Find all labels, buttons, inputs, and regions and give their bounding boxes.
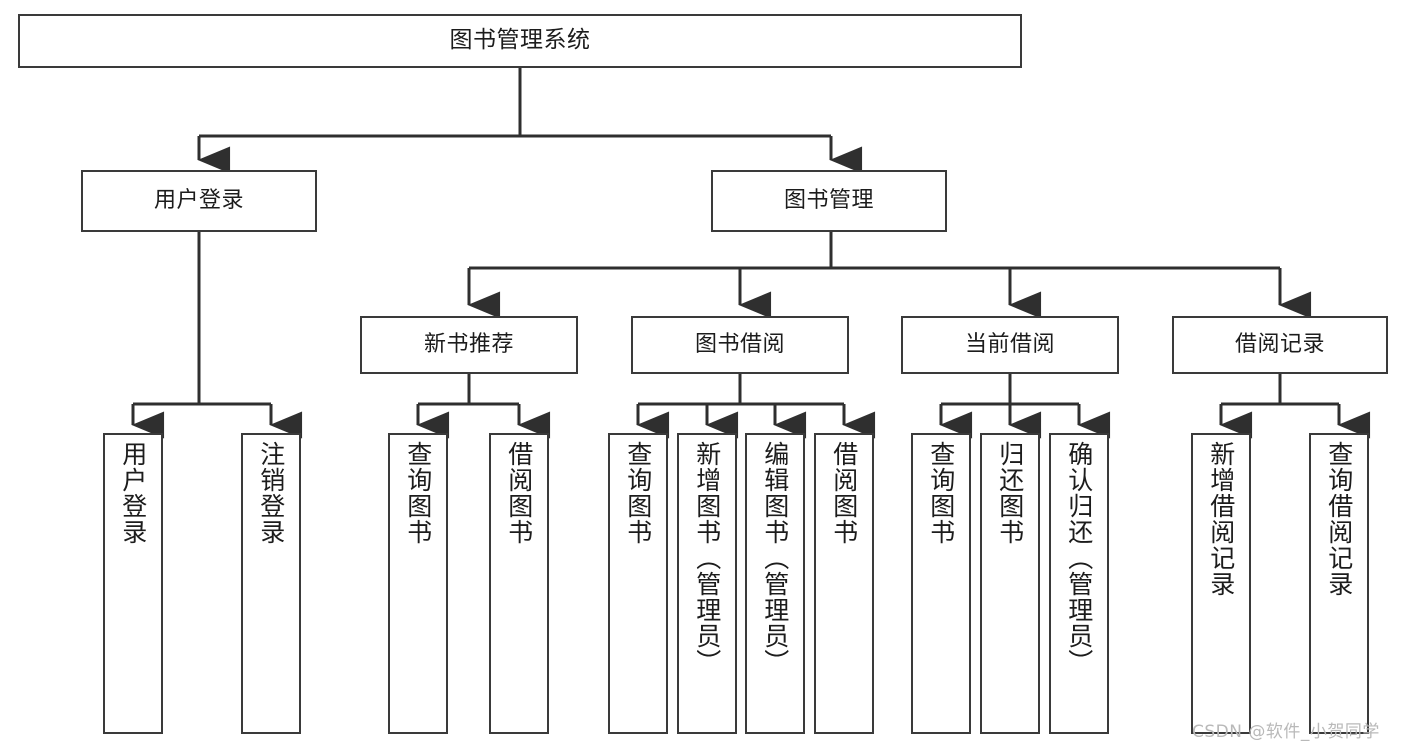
- node-label: 查询图书: [623, 441, 653, 545]
- watermark-text: CSDN @软件_小贺同学: [1192, 722, 1380, 742]
- leaf-borrow-book[interactable]: 借阅图书: [814, 433, 874, 734]
- node-label: 借阅图书: [829, 441, 859, 545]
- node-new-book-recommend[interactable]: 新书推荐: [360, 316, 578, 374]
- leaf-query-book-current[interactable]: 查询图书: [911, 433, 971, 734]
- node-label: 用户登录: [153, 188, 244, 214]
- leaf-query-book-borrow[interactable]: 查询图书: [608, 433, 668, 734]
- leaf-borrow-book-new[interactable]: 借阅图书: [489, 433, 549, 734]
- leaf-logout[interactable]: 注销登录: [241, 433, 301, 734]
- node-label: 查询借阅记录: [1324, 441, 1354, 597]
- node-label: 查询图书: [926, 441, 956, 545]
- leaf-add-borrow-record[interactable]: 新增借阅记录: [1191, 433, 1251, 734]
- leaf-query-borrow-record[interactable]: 查询借阅记录: [1309, 433, 1369, 734]
- node-label: 新增图书（管理员）: [692, 441, 722, 675]
- node-label: 编辑图书（管理员）: [760, 441, 790, 675]
- node-label: 注销登录: [256, 441, 286, 545]
- leaf-user-login[interactable]: 用户登录: [103, 433, 163, 734]
- node-borrow-records[interactable]: 借阅记录: [1172, 316, 1388, 374]
- node-label: 新增借阅记录: [1206, 441, 1236, 597]
- node-book-borrow[interactable]: 图书借阅: [631, 316, 849, 374]
- leaf-return-book[interactable]: 归还图书: [980, 433, 1040, 734]
- node-label: 图书管理系统: [449, 27, 591, 54]
- node-label: 图书借阅: [694, 332, 785, 358]
- leaf-confirm-return-admin[interactable]: 确认归还（管理员）: [1049, 433, 1109, 734]
- node-root-system[interactable]: 图书管理系统: [18, 14, 1022, 68]
- node-label: 当前借阅: [964, 332, 1055, 358]
- leaf-add-book-admin[interactable]: 新增图书（管理员）: [677, 433, 737, 734]
- node-label: 确认归还（管理员）: [1064, 441, 1094, 675]
- node-label: 借阅记录: [1234, 332, 1325, 358]
- node-label: 新书推荐: [423, 332, 514, 358]
- leaf-query-book-new[interactable]: 查询图书: [388, 433, 448, 734]
- node-label: 归还图书: [995, 441, 1025, 545]
- node-book-management[interactable]: 图书管理: [711, 170, 947, 232]
- node-user-login[interactable]: 用户登录: [81, 170, 317, 232]
- node-label: 用户登录: [118, 441, 148, 545]
- node-label: 查询图书: [403, 441, 433, 545]
- node-current-borrow[interactable]: 当前借阅: [901, 316, 1119, 374]
- leaf-edit-book-admin[interactable]: 编辑图书（管理员）: [745, 433, 805, 734]
- node-label: 借阅图书: [504, 441, 534, 545]
- node-label: 图书管理: [783, 188, 874, 214]
